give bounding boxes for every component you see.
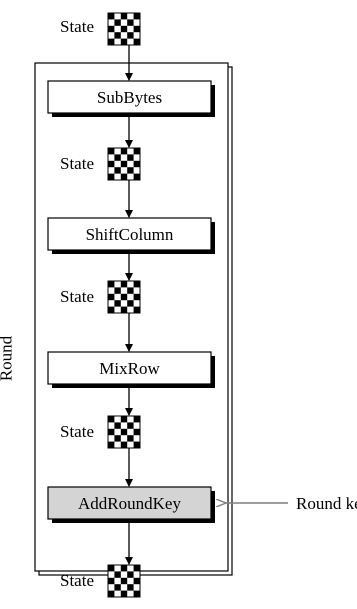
state-pattern-cell: [120, 13, 128, 20]
state-pattern-cell: [108, 160, 115, 168]
state-pattern-cell: [127, 422, 134, 429]
state-pattern-cell: [108, 577, 115, 585]
state-pattern-cell: [133, 281, 140, 288]
state-pattern-cell: [133, 173, 140, 180]
state-pattern-cell: [114, 287, 121, 294]
state-pattern-cell: [120, 281, 128, 288]
step-label-mixrow: MixRow: [99, 359, 160, 378]
state-pattern-cell: [133, 13, 140, 20]
state-pattern-cell: [120, 577, 128, 585]
state-pattern-cell: [120, 148, 128, 155]
state-pattern-cell: [127, 435, 134, 442]
step-box-addroundkey: [47, 486, 215, 523]
state-pattern-cell: [108, 38, 115, 45]
state-pattern-cell: [108, 293, 115, 301]
state-pattern-cell: [120, 441, 128, 448]
state-pattern-cell: [133, 293, 140, 301]
state-pattern-cell: [133, 577, 140, 585]
state-pattern-cell: [114, 167, 121, 174]
state-label-3: State: [60, 422, 94, 441]
step-label-subbytes: SubBytes: [96, 88, 163, 107]
round-key-label: Round key: [296, 494, 357, 513]
step-label-addroundkey: AddRoundKey: [78, 494, 181, 513]
state-label-2: State: [60, 287, 94, 306]
state-pattern-cell: [108, 306, 115, 313]
state-pattern-cell: [120, 416, 128, 423]
state-pattern-cell: [120, 38, 128, 45]
state-pattern-cell: [114, 435, 121, 442]
state-pattern-cell: [133, 428, 140, 436]
state-pattern-0: [107, 12, 141, 46]
state-pattern-cell: [120, 173, 128, 180]
round-label: Round: [0, 335, 16, 382]
step-box-subbytes: [47, 80, 215, 117]
state-label-0: State: [60, 17, 94, 36]
state-pattern-cell: [108, 441, 115, 448]
state-pattern-cell: [127, 32, 134, 39]
state-pattern-cell: [127, 154, 134, 161]
state-pattern-cell: [133, 416, 140, 423]
state-pattern-cell: [133, 565, 140, 572]
state-pattern-cell: [114, 154, 121, 161]
state-pattern-cell: [120, 25, 128, 33]
state-pattern-cell: [114, 584, 121, 591]
state-pattern-cell: [108, 428, 115, 436]
state-pattern-cell: [133, 160, 140, 168]
step-box-shiftcolumn: [47, 217, 215, 254]
state-pattern-cell: [127, 300, 134, 307]
state-pattern-cell: [114, 571, 121, 578]
state-pattern-cell: [120, 293, 128, 301]
state-pattern-cell: [133, 590, 140, 597]
state-pattern-cell: [133, 25, 140, 33]
state-pattern-4: [107, 564, 141, 598]
state-pattern-cell: [133, 38, 140, 45]
state-pattern-cell: [120, 590, 128, 597]
state-pattern-cell: [114, 422, 121, 429]
state-pattern-cell: [127, 584, 134, 591]
state-pattern-cell: [133, 306, 140, 313]
state-pattern-cell: [114, 32, 121, 39]
state-pattern-cell: [108, 565, 115, 572]
state-pattern-cell: [120, 160, 128, 168]
state-pattern-cell: [108, 281, 115, 288]
step-label-shiftcolumn: ShiftColumn: [85, 225, 174, 244]
state-pattern-3: [107, 415, 141, 449]
state-pattern-cell: [114, 19, 121, 26]
state-pattern-2: [107, 280, 141, 314]
state-pattern-cell: [127, 167, 134, 174]
state-pattern-cell: [108, 13, 115, 20]
state-pattern-cell: [120, 428, 128, 436]
state-pattern-1: [107, 147, 141, 181]
step-box-mixrow: [47, 351, 215, 388]
state-pattern-cell: [133, 441, 140, 448]
state-pattern-cell: [127, 19, 134, 26]
state-pattern-cell: [114, 300, 121, 307]
state-pattern-cell: [120, 306, 128, 313]
state-pattern-cell: [133, 148, 140, 155]
state-pattern-cell: [108, 25, 115, 33]
state-pattern-cell: [108, 590, 115, 597]
state-pattern-cell: [108, 416, 115, 423]
state-pattern-cell: [108, 173, 115, 180]
state-label-4: State: [60, 571, 94, 590]
state-pattern-cell: [127, 287, 134, 294]
state-pattern-cell: [127, 571, 134, 578]
state-pattern-cell: [108, 148, 115, 155]
state-label-1: State: [60, 154, 94, 173]
state-pattern-cell: [120, 565, 128, 572]
